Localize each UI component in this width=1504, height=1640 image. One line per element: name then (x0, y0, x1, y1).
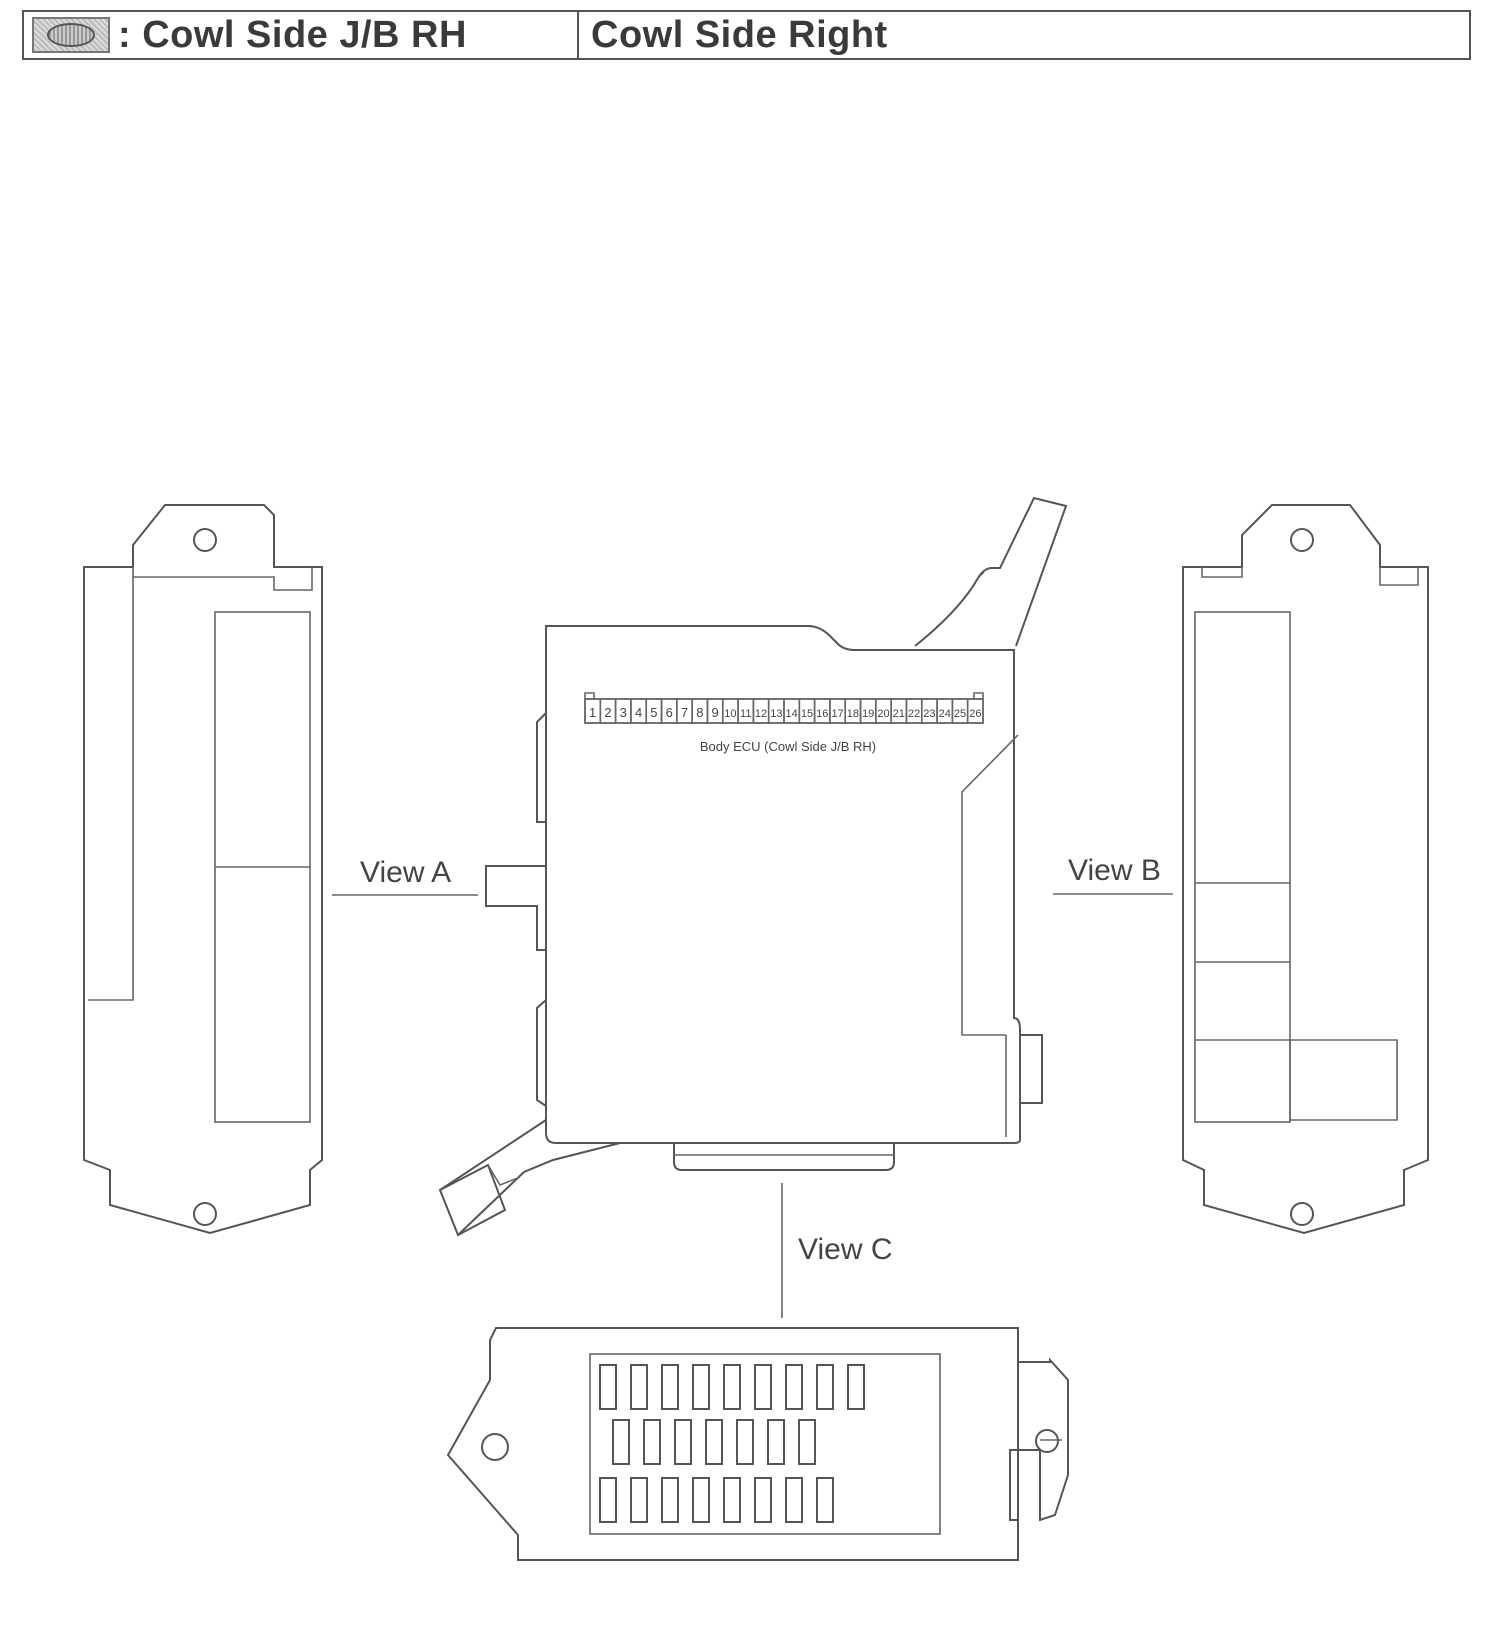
view-a-label: View A (360, 856, 451, 889)
pin-number: 5 (650, 705, 657, 720)
fuse-slot (692, 1364, 710, 1410)
header-bar: : Cowl Side J/B RH Cowl Side Right (22, 10, 1471, 60)
pin-number: 13 (770, 708, 782, 720)
pin-number: 15 (801, 708, 813, 720)
pin-number: 12 (755, 708, 767, 720)
pin-number: 18 (847, 708, 859, 720)
fuse-slot (754, 1477, 772, 1523)
fuse-slot (754, 1364, 772, 1410)
view-c-fuse-slots (599, 1364, 865, 1523)
pin-number: 21 (893, 708, 905, 720)
pin-number: 6 (666, 705, 673, 720)
fuse-slot (630, 1364, 648, 1410)
pin-number: 23 (923, 708, 935, 720)
fuse-slot (816, 1364, 834, 1410)
fuse-slot (599, 1364, 617, 1410)
view-a-side-panel (83, 504, 323, 1235)
pin-number: 10 (724, 708, 736, 720)
fuse-slot (816, 1477, 834, 1523)
fuse-slot (847, 1364, 865, 1410)
location-cell: Cowl Side Right (579, 12, 1469, 58)
pin-number: 4 (635, 705, 642, 720)
fuse-slot (785, 1477, 803, 1523)
fuse-slot (798, 1419, 816, 1465)
fuse-slot (643, 1419, 661, 1465)
pin-number: 17 (831, 708, 843, 720)
connector-cell: : Cowl Side J/B RH (24, 12, 579, 58)
connector-name: : Cowl Side J/B RH (118, 13, 467, 56)
view-b-label: View B (1068, 854, 1161, 887)
ecu-label: Body ECU (Cowl Side J/B RH) (700, 739, 876, 754)
pin-number: 8 (696, 705, 703, 720)
fuse-slot (705, 1419, 723, 1465)
connector-oval-icon (32, 17, 110, 53)
pin-number: 7 (681, 705, 688, 720)
fuse-slot (736, 1419, 754, 1465)
pin-cell (966, 698, 984, 724)
location-name: Cowl Side Right (591, 13, 888, 56)
pin-number: 3 (620, 705, 627, 720)
pin-number: 11 (740, 708, 751, 720)
fuse-slot (630, 1477, 648, 1523)
fuse-slot (674, 1419, 692, 1465)
view-c-bottom-panel (446, 1327, 1069, 1561)
pin-number: 16 (816, 708, 828, 720)
fuse-slot (785, 1364, 803, 1410)
fuse-slot (723, 1477, 741, 1523)
view-c-label: View C (798, 1233, 892, 1266)
pin-number: 20 (877, 708, 889, 720)
pin-number: 25 (954, 708, 966, 720)
fuse-slot (723, 1364, 741, 1410)
pin-number: 1 (589, 705, 596, 720)
fuse-slot (661, 1477, 679, 1523)
fuse-slot (692, 1477, 710, 1523)
pin-number: 9 (711, 705, 718, 720)
fuse-slot (612, 1419, 630, 1465)
fuse-slot (661, 1364, 679, 1410)
pin-number: 19 (862, 708, 874, 720)
pin-number: 14 (786, 708, 798, 720)
fuse-slot (767, 1419, 785, 1465)
pin-number: 24 (939, 708, 951, 720)
pin-number: 2 (604, 705, 611, 720)
pin-number: 22 (908, 708, 920, 720)
fuse-slot (599, 1477, 617, 1523)
view-b-side-panel (1182, 504, 1429, 1235)
pin-number: 26 (969, 708, 981, 720)
body-ecu-main (438, 496, 1068, 1237)
